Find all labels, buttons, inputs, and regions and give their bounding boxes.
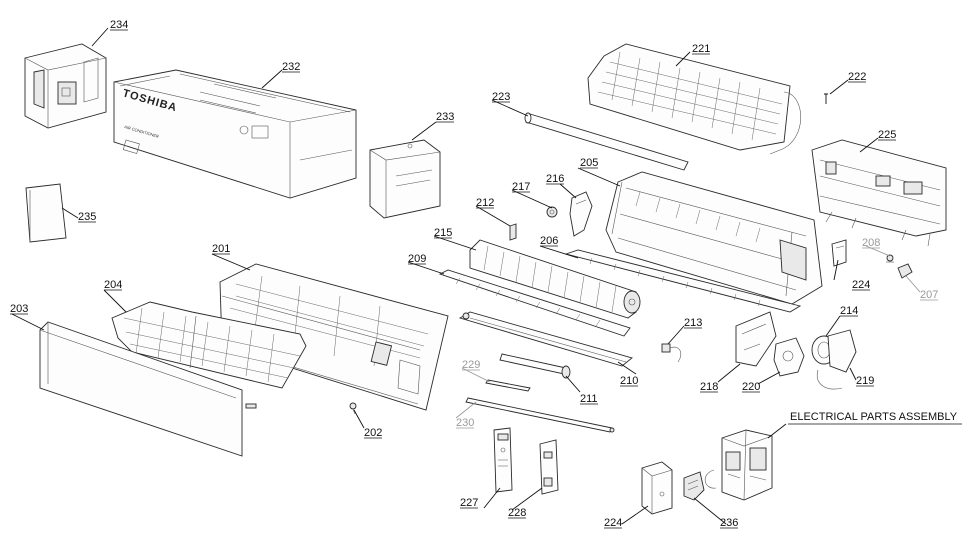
label-211: 211 (580, 393, 598, 405)
label-225: 225 (878, 129, 896, 141)
part-225-mounting-plate (811, 139, 947, 247)
part-233-accessory-box (369, 139, 441, 219)
part-213-sensor (661, 343, 682, 363)
part-217-bearing (546, 206, 558, 218)
part-215-crossflow-fan (469, 239, 641, 319)
part-219-motor-holder (816, 329, 857, 390)
part-207-clip (897, 263, 913, 279)
label-218: 218 (700, 381, 718, 393)
label-204: 204 (104, 279, 122, 291)
label-229: 229 (462, 359, 480, 371)
part-235-owners-manual (25, 183, 67, 243)
part-labels: 234 232 233 235 201 204 203 202 221 222 … (10, 19, 962, 529)
label-232: 232 (282, 61, 300, 73)
label-216: 216 (546, 173, 564, 185)
label-224-upper: 224 (852, 279, 870, 291)
label-234: 234 (110, 19, 128, 31)
label-electrical-parts-assembly: ELECTRICAL PARTS ASSEMBLY (790, 411, 958, 423)
label-227: 227 (460, 497, 478, 509)
part-234-packing-pad (24, 43, 107, 129)
label-228: 228 (508, 507, 526, 519)
part-230-rod (465, 397, 615, 433)
label-224-lower: 224 (604, 517, 622, 529)
part-211-shaft (499, 353, 571, 379)
part-210-horizontal-flap (458, 311, 633, 367)
part-218-side-cover (735, 311, 777, 367)
label-236: 236 (720, 517, 738, 529)
part-204-air-filters (111, 301, 307, 389)
label-209: 209 (408, 253, 426, 265)
part-208-clip (886, 254, 894, 263)
label-219: 219 (856, 375, 874, 387)
label-206: 206 (540, 235, 558, 247)
label-207: 207 (920, 289, 938, 301)
part-205-main-chassis (605, 171, 823, 305)
label-221: 221 (692, 43, 710, 55)
label-203: 203 (10, 303, 28, 315)
label-220: 220 (742, 381, 760, 393)
label-210: 210 (620, 375, 638, 387)
label-201: 201 (212, 243, 230, 255)
label-214: 214 (840, 305, 858, 317)
electrical-parts-assembly (704, 429, 773, 501)
part-220-motor-mount (773, 337, 805, 377)
label-205: 205 (580, 157, 598, 169)
part-203-front-grille (39, 321, 257, 457)
part-223-insulation-pipe (524, 112, 689, 171)
part-222-pin (824, 93, 828, 104)
part-206-drain-rail (564, 249, 802, 313)
label-212: 212 (476, 197, 494, 209)
part-229-rod (485, 379, 531, 392)
part-228-remote-holder (539, 439, 559, 495)
label-235: 235 (78, 211, 96, 223)
label-222: 222 (848, 71, 866, 83)
part-232-carton-box: TOSHIBA AIR CONDITIONER (113, 69, 357, 199)
label-217: 217 (512, 181, 530, 193)
label-208: 208 (862, 237, 880, 249)
part-236-terminal-block (683, 471, 705, 501)
label-223: 223 (492, 91, 510, 103)
label-215: 215 (434, 227, 452, 239)
part-227-remote-control (493, 427, 513, 493)
leader-lines (11, 27, 921, 525)
label-202: 202 (364, 427, 382, 439)
part-202-screw (349, 402, 357, 415)
label-230: 230 (456, 417, 474, 429)
part-201-front-panel (219, 263, 449, 411)
part-221-heat-exchanger (587, 43, 802, 155)
label-233: 233 (436, 111, 454, 123)
part-224-lower-terminal-cover (641, 461, 673, 515)
part-212-screw (509, 223, 517, 241)
part-224-upper-bracket (831, 239, 847, 267)
part-216-motor-bracket (569, 191, 593, 237)
part-209-louver (438, 269, 631, 337)
label-213: 213 (684, 317, 702, 329)
